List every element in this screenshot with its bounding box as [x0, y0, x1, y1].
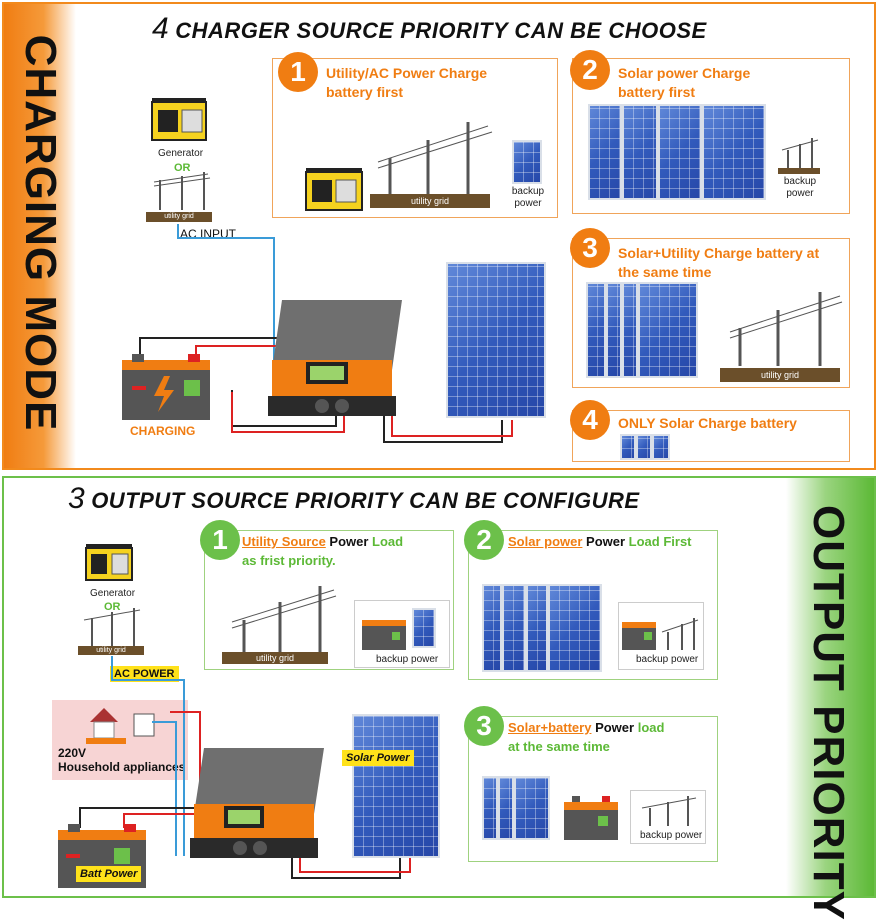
household-label: Household appliances: [58, 760, 186, 774]
small-grid-base: utility grid: [146, 212, 212, 222]
battery-icon: [362, 620, 406, 650]
household-voltage: 220V: [58, 746, 87, 760]
charge-option-4: [572, 410, 850, 462]
solar-panel: [526, 584, 548, 672]
generator-icon: [85, 544, 133, 581]
main-solar-panel: [446, 262, 546, 418]
output-option-2-number: 2: [464, 520, 504, 560]
generator-icon: [305, 168, 363, 211]
battery-grid-icon: [622, 618, 699, 650]
backup-power-label: backup power: [511, 186, 545, 209]
solar-panel: [638, 282, 698, 378]
ac-power-tag: AC POWER: [110, 666, 179, 682]
solar-panel: [606, 282, 622, 378]
backup-power-label: backup power: [636, 654, 699, 665]
inverter-icon: [268, 300, 402, 416]
solar-panel: [514, 776, 550, 840]
solar-panel: [548, 584, 602, 672]
small-grid-icon: [781, 138, 819, 170]
output-option-2-text: Solar power Power Load First: [508, 534, 692, 549]
charge-option-3-number: 3: [570, 228, 610, 268]
small-grid-icon: [153, 172, 211, 210]
solar-power-tag: Solar Power: [342, 750, 414, 766]
charge-option-1-text: Utility/AC Power Charge battery first: [326, 65, 488, 100]
utility-grid-base: utility grid: [720, 368, 840, 382]
generator-label: Generator: [90, 588, 136, 599]
charge-option-4-text: ONLY Solar Charge battery: [618, 415, 797, 431]
house-icon: [86, 708, 155, 744]
charge-option-2-text: Solar power Charge battery first: [618, 65, 751, 100]
solar-panel: [482, 776, 498, 840]
utility-grid-icon: [231, 586, 337, 654]
backup-power-label: backup power: [783, 176, 817, 199]
battery-icon: [564, 796, 618, 840]
utility-grid-base: utility grid: [370, 194, 490, 208]
battery-icon: [122, 354, 210, 420]
charge-option-3-text: Solar+Utility Charge battery at the same…: [618, 245, 820, 280]
or-label: OR: [104, 601, 121, 613]
small-grid-icon: [83, 608, 141, 646]
small-grid-icon: [641, 796, 697, 826]
solar-panel: [502, 584, 526, 672]
backup-solar-icon: [412, 608, 436, 648]
solar-panel: [482, 584, 502, 672]
generator-label: Generator: [158, 148, 204, 159]
charge-option-2-number: 2: [570, 50, 610, 90]
main-solar-panel: [352, 714, 440, 858]
solar-panel: [622, 104, 658, 200]
charge-option-1-number: 1: [278, 52, 318, 92]
solar-panel: [636, 434, 652, 460]
solar-panel: [588, 104, 622, 200]
output-option-3-number: 3: [464, 706, 504, 746]
backup-power-label: backup power: [640, 830, 703, 841]
solar-panel: [620, 434, 636, 460]
charging-label: CHARGING: [130, 424, 196, 438]
utility-grid-icon: [729, 292, 843, 366]
output-option-1-number: 1: [200, 520, 240, 560]
charging-side-band: [4, 4, 76, 468]
small-grid-base: [778, 168, 820, 174]
charge-option-4-number: 4: [570, 400, 610, 440]
backup-solar-icon: [512, 140, 542, 184]
or-label: OR: [174, 162, 191, 174]
solar-panel: [652, 434, 670, 460]
solar-panel: [658, 104, 702, 200]
solar-panel: [586, 282, 606, 378]
utility-grid-icon: [377, 122, 493, 194]
generator-icon: [151, 98, 207, 141]
backup-power-label: backup power: [376, 654, 439, 665]
batt-power-tag: Batt Power: [76, 866, 142, 882]
small-grid-base: utility grid: [78, 646, 144, 655]
inverter-icon: [190, 748, 324, 858]
output-side-band: [786, 478, 874, 896]
solar-panel: [622, 282, 638, 378]
solar-panel: [702, 104, 766, 200]
solar-panel: [498, 776, 514, 840]
utility-grid-base: utility grid: [222, 652, 328, 664]
